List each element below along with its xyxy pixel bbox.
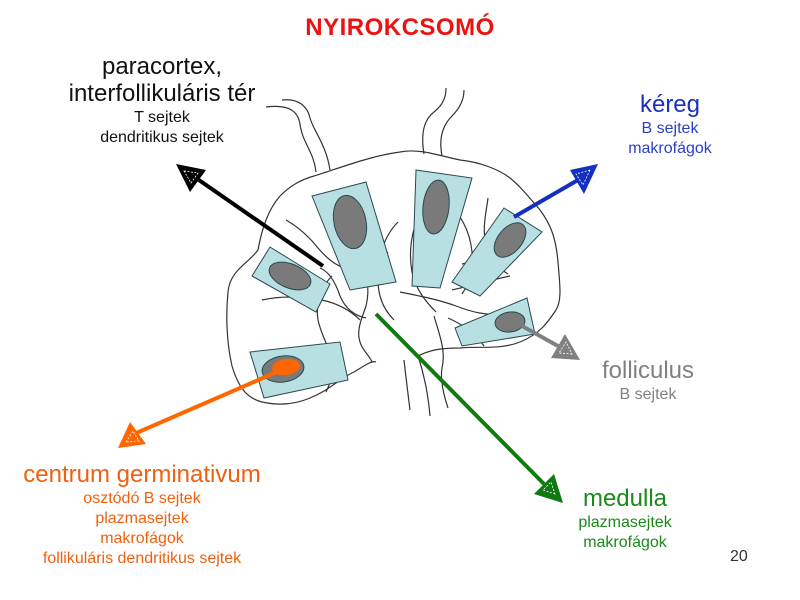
label-kereg: kéreg B sejtek makrofágok bbox=[600, 91, 740, 159]
arrow-centrum bbox=[118, 366, 287, 448]
follicle-1 bbox=[251, 246, 331, 313]
label-centrum-sub-3: makrofágok bbox=[100, 529, 184, 547]
arrow-folliculus bbox=[521, 324, 580, 360]
label-centrum-germinativum: centrum germinativum osztódó B sejtek pl… bbox=[0, 461, 284, 569]
follicles bbox=[249, 169, 543, 399]
label-folliculus-title: folliculus bbox=[601, 357, 695, 384]
arrow-medulla bbox=[374, 312, 563, 503]
follicle-2 bbox=[311, 181, 397, 291]
label-centrum-sub-1: osztódó B sejtek bbox=[83, 489, 201, 507]
label-paracortex-title-2: interfollikuláris tér bbox=[68, 79, 256, 107]
label-kereg-sub-2: makrofágok bbox=[628, 139, 712, 157]
label-centrum-sub-4: follikuláris dendritikus sejtek bbox=[42, 549, 242, 567]
page-number: 20 bbox=[730, 548, 748, 565]
label-kereg-title: kéreg bbox=[639, 91, 701, 118]
arrow-paracortex bbox=[176, 164, 325, 268]
label-medulla: medulla plazmasejtek makrofágok bbox=[560, 485, 690, 553]
label-centrum-sub-2: plazmasejtek bbox=[95, 509, 189, 527]
arrow-kereg bbox=[512, 164, 598, 219]
follicle-4 bbox=[451, 207, 543, 297]
label-folliculus: folliculus B sejtek bbox=[578, 357, 718, 405]
slide-title: NYIROKCSOMÓ bbox=[305, 14, 495, 41]
label-paracortex-title-1: paracortex, bbox=[101, 53, 223, 80]
label-centrum-title: centrum germinativum bbox=[23, 461, 261, 488]
label-paracortex: paracortex, interfollikuláris tér T sejt… bbox=[40, 53, 284, 148]
label-paracortex-sub-2: dendritikus sejtek bbox=[100, 128, 224, 146]
follicle-5 bbox=[454, 297, 536, 347]
follicle-3 bbox=[411, 169, 473, 289]
label-medulla-sub-1: plazmasejtek bbox=[578, 513, 672, 531]
follicle-6 bbox=[249, 341, 349, 399]
label-paracortex-sub-1: T sejtek bbox=[134, 108, 190, 126]
label-medulla-title: medulla bbox=[582, 485, 668, 512]
label-kereg-sub-1: B sejtek bbox=[641, 119, 699, 137]
label-medulla-sub-2: makrofágok bbox=[583, 533, 667, 551]
label-folliculus-sub-1: B sejtek bbox=[619, 385, 677, 403]
